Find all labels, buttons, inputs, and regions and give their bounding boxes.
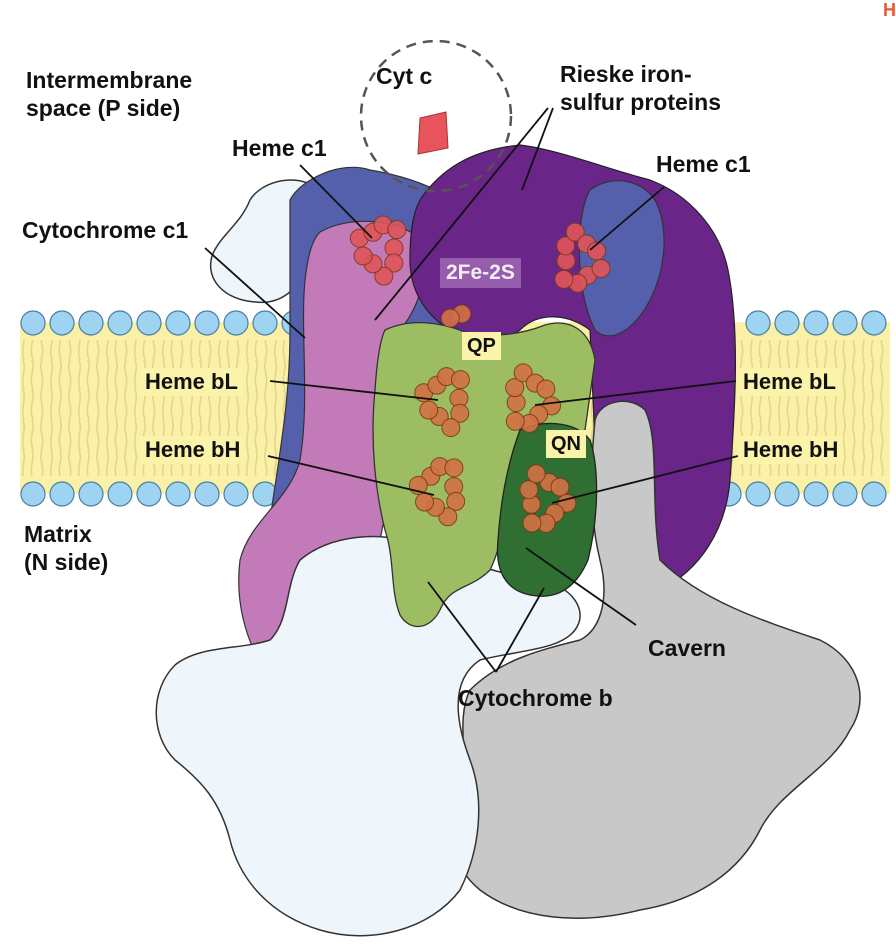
heme-atom	[536, 379, 556, 399]
heme-c1-right-text: Heme c1	[656, 151, 751, 177]
heme-atom	[522, 513, 542, 533]
heme-atom	[440, 308, 460, 328]
lipid-head	[194, 310, 220, 336]
lipid-head	[223, 481, 249, 507]
label-qp: QP	[462, 332, 501, 360]
leader-lines	[204, 107, 739, 673]
label-matrix: Matrix (N side)	[24, 520, 108, 576]
qp-text: QP	[467, 335, 496, 357]
label-qn: QN	[546, 430, 586, 458]
lipid-head	[832, 310, 858, 336]
heme-atom	[513, 363, 533, 383]
heme-bl-right-text: Heme bL	[743, 369, 836, 394]
label-cyt-c: Cyt c	[376, 62, 432, 90]
lipid-head	[49, 481, 75, 507]
heme-atom	[587, 241, 607, 261]
heme-atom	[446, 491, 466, 511]
lipid-head	[803, 481, 829, 507]
heme-atom	[450, 370, 470, 390]
label-cytochrome-c1: Cytochrome c1	[22, 216, 188, 244]
lipid-head	[165, 310, 191, 336]
heme-bl-left-text: Heme bL	[145, 369, 238, 394]
lipid-head	[861, 481, 887, 507]
cyt-c-shape	[417, 111, 449, 155]
matrix-line1: Matrix	[24, 521, 92, 547]
matrix-line2: (N side)	[24, 549, 109, 575]
lipid-head	[107, 481, 133, 507]
lipid-head	[774, 310, 800, 336]
label-heme-bl-right: Heme bL	[738, 368, 841, 396]
lipid-head	[223, 310, 249, 336]
qn-text: QN	[551, 433, 581, 455]
lipid-head	[107, 310, 133, 336]
lipid-head	[832, 481, 858, 507]
label-2fe-2s: 2Fe-2S	[440, 258, 521, 288]
lipid-head	[861, 310, 887, 336]
lipid-head	[20, 310, 46, 336]
lipid-head	[20, 481, 46, 507]
label-heme-c1-right: Heme c1	[656, 150, 751, 178]
heme-atom	[519, 480, 539, 500]
cavern-text: Cavern	[648, 635, 726, 661]
lipid-head	[49, 310, 75, 336]
gray-subunit	[451, 400, 861, 919]
heme-atom	[384, 253, 404, 273]
heme-atom	[387, 220, 407, 240]
lipid-head	[136, 310, 162, 336]
heme-atom	[441, 418, 461, 438]
heme-atom	[505, 378, 525, 398]
heme-bh-left-text: Heme bH	[145, 437, 241, 462]
cytochrome-c1-text: Cytochrome c1	[22, 217, 189, 243]
label-heme-c1-left: Heme c1	[232, 134, 327, 162]
lipid-head	[165, 481, 191, 507]
heme-atom	[556, 236, 576, 256]
heme-atom	[505, 411, 525, 431]
heme-atom	[444, 458, 464, 478]
lipid-head	[745, 481, 771, 507]
heme-atom	[415, 492, 435, 512]
heme-atom	[353, 246, 373, 266]
label-heme-bh-right: Heme bH	[738, 436, 844, 464]
lipid-head	[745, 310, 771, 336]
label-heme-bh-left: Heme bH	[140, 436, 246, 464]
cyt-c-text: Cyt c	[376, 63, 433, 89]
lipid-head	[78, 310, 104, 336]
heme-bh-right-text: Heme bH	[743, 437, 839, 462]
heme-atom	[419, 400, 439, 420]
heme-atom	[591, 259, 611, 279]
label-heme-bl-left: Heme bL	[140, 368, 243, 396]
lipid-head	[194, 481, 220, 507]
label-rieske: Rieske iron- sulfur proteins	[560, 60, 721, 116]
heme-atom	[374, 266, 394, 286]
fe2s-text: 2Fe-2S	[446, 261, 515, 284]
label-intermembrane: Intermembrane space (P side)	[26, 66, 192, 122]
intermembrane-line2: space (P side)	[26, 95, 181, 121]
rieske-line2: sulfur proteins	[560, 89, 722, 115]
heme-atom	[565, 222, 585, 242]
lipid-head	[136, 481, 162, 507]
lipid-head	[78, 481, 104, 507]
lipid-head	[774, 481, 800, 507]
label-cytochrome-b: Cytochrome b	[458, 684, 613, 712]
heme-atom	[526, 464, 546, 484]
label-cavern: Cavern	[648, 634, 726, 662]
intermembrane-line1: Intermembrane	[26, 67, 193, 93]
heme-atom	[550, 477, 570, 497]
rieske-line1: Rieske iron-	[560, 61, 692, 87]
cytochrome-b-text: Cytochrome b	[458, 685, 613, 711]
lipid-head	[803, 310, 829, 336]
corner-mark: H	[883, 0, 896, 20]
heme-c1-left-text: Heme c1	[232, 135, 327, 161]
heme-atom	[450, 403, 470, 423]
lipid-head	[252, 310, 278, 336]
heme-groups	[349, 215, 611, 533]
heme-atom	[554, 269, 574, 289]
cyt-c-dashed-circle	[359, 39, 513, 193]
